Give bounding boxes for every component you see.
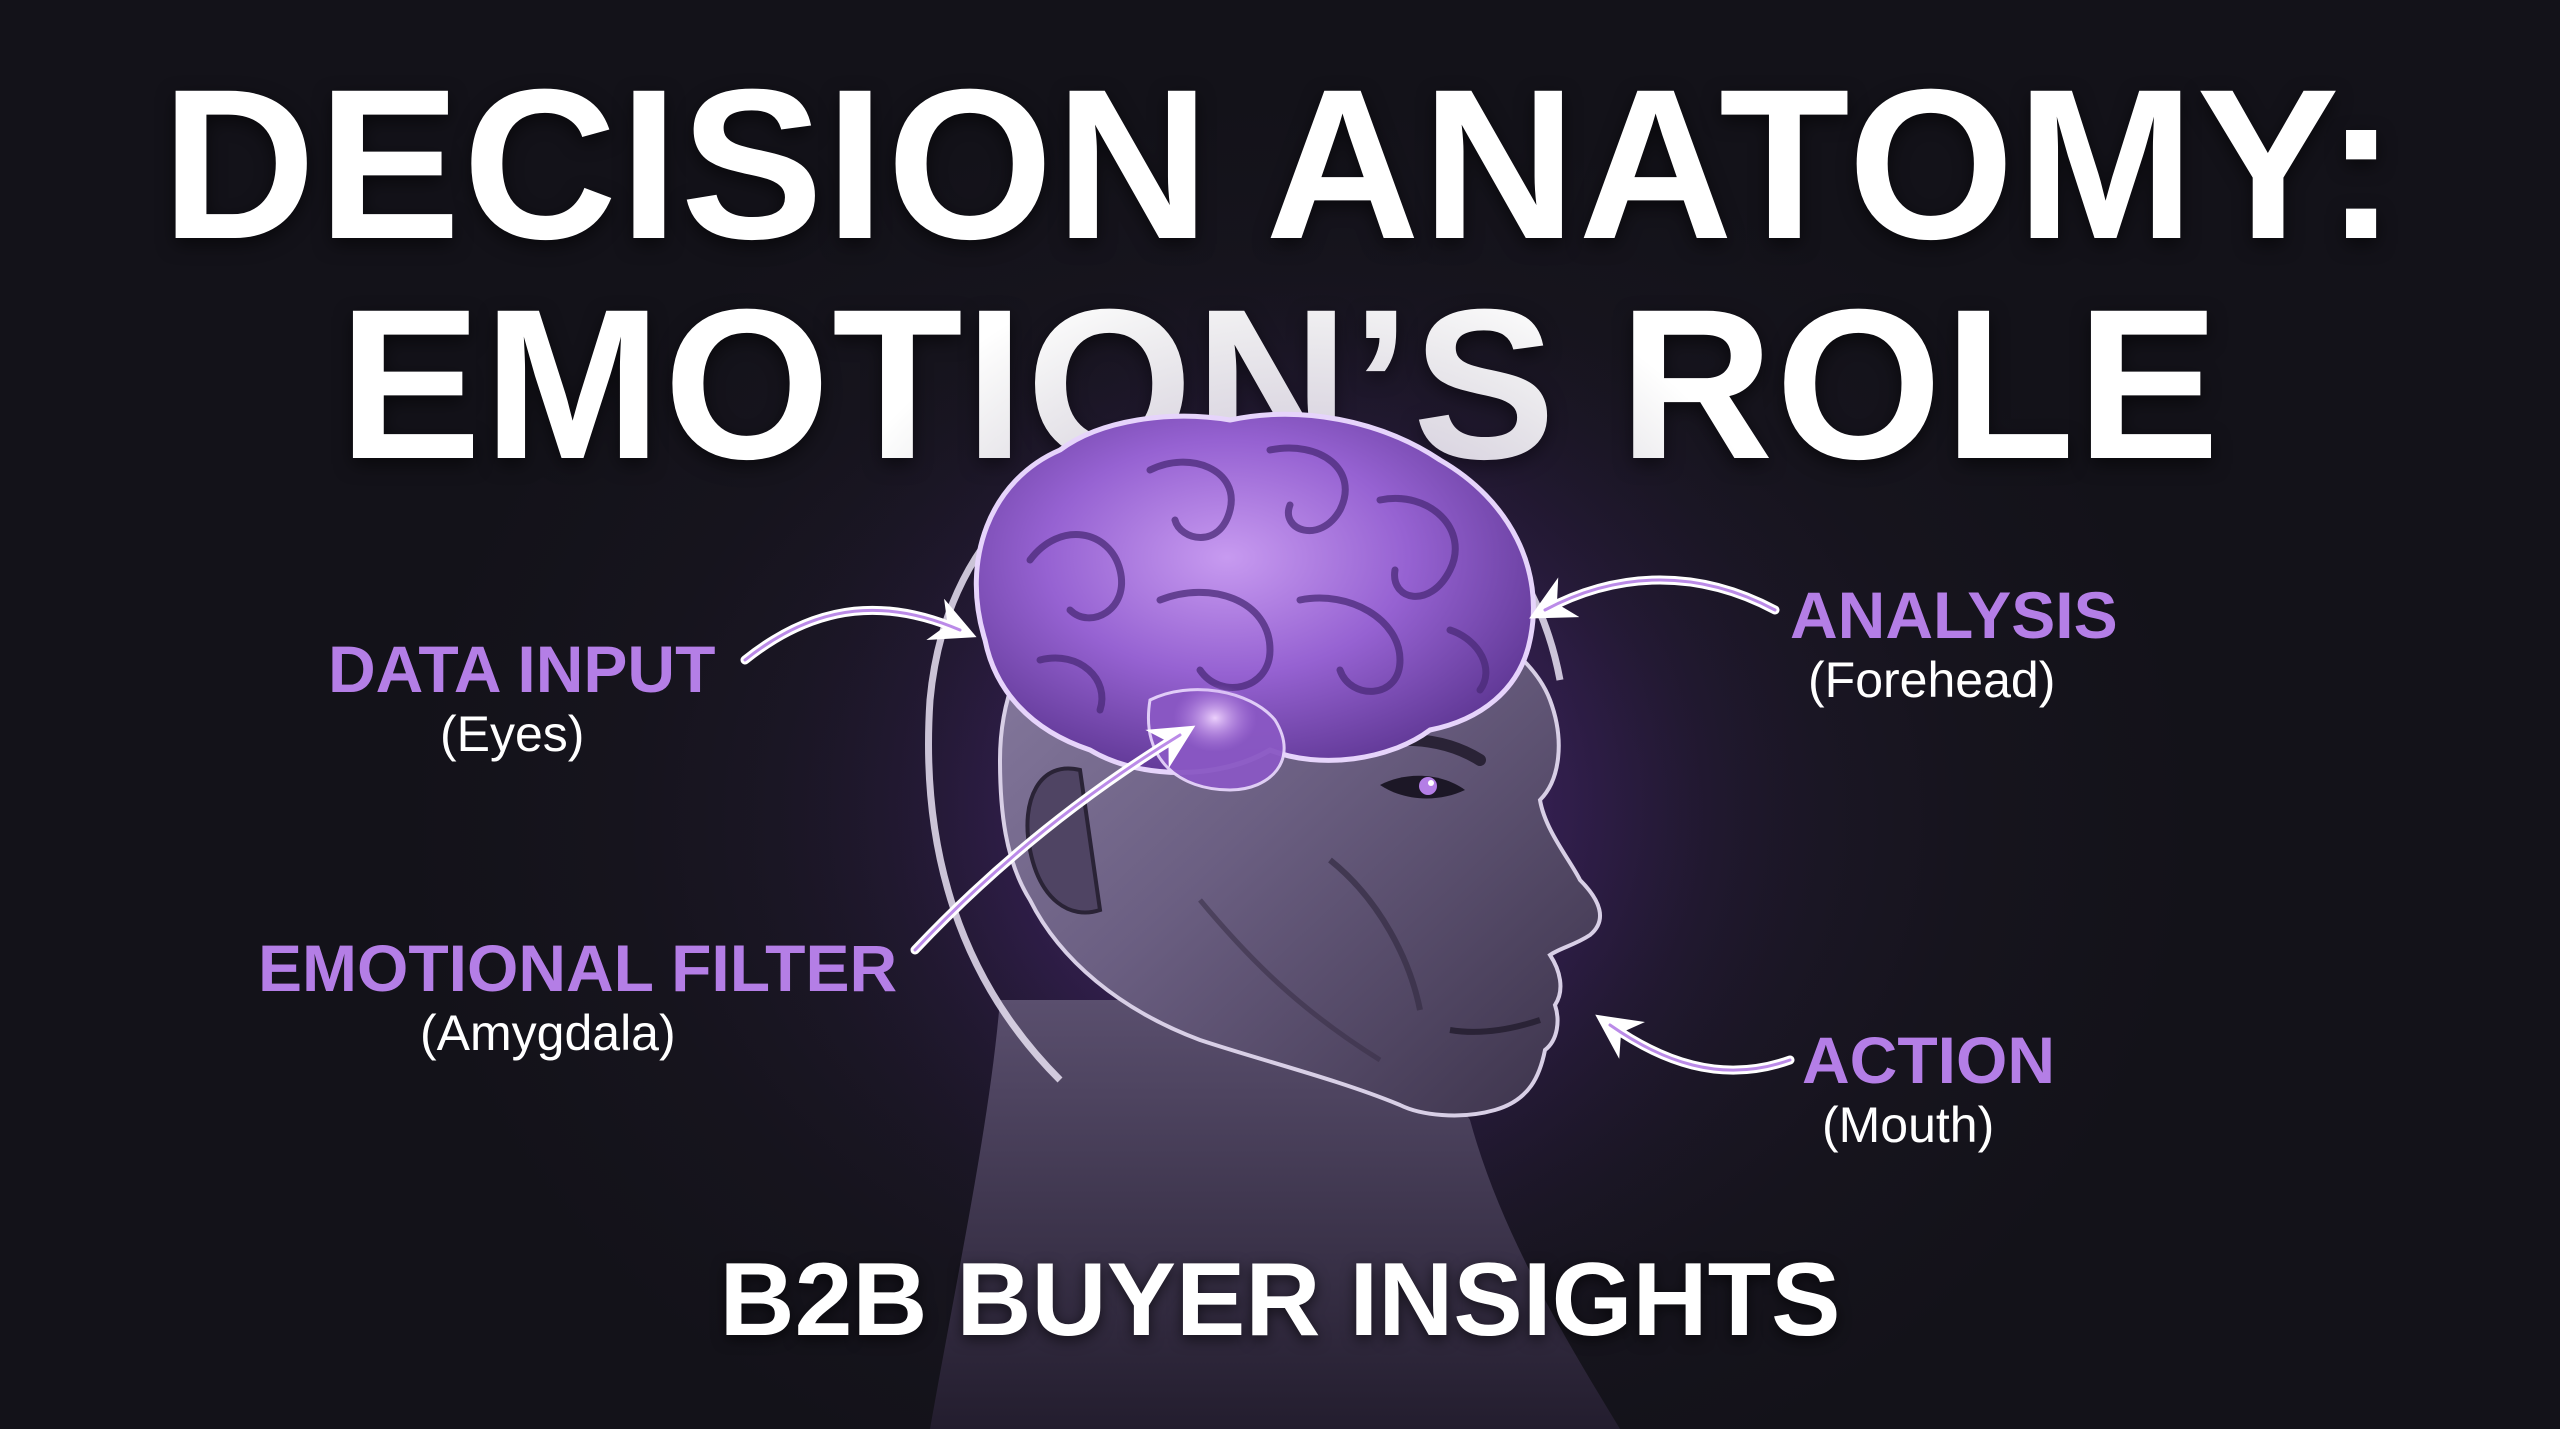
footer-tagline: B2B BUYER INSIGHTS [719,1242,1841,1358]
label-analysis-heading: ANALYSIS [1790,578,2118,652]
label-action-sub: (Mouth) [1822,1097,1995,1153]
label-emotional-filter-sub: (Amygdala) [420,1005,676,1061]
arrow-icon [1595,1014,1795,1075]
title-line-1: DECISION ANATOMY: [161,45,2399,284]
label-action-heading: ACTION [1802,1023,2055,1097]
arrow-icon [910,725,1196,955]
label-data-input-sub: (Eyes) [440,706,585,762]
label-data-input-heading: DATA INPUT [328,632,716,706]
label-emotional-filter-heading: EMOTIONAL FILTER [258,931,898,1005]
label-analysis-sub: (Forehead) [1808,652,2056,708]
